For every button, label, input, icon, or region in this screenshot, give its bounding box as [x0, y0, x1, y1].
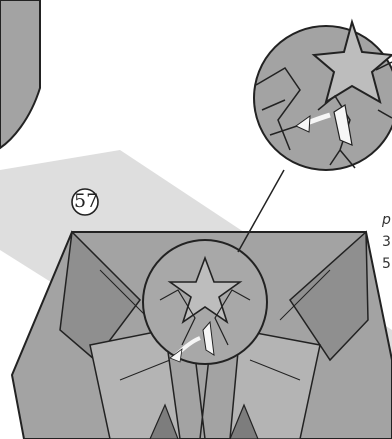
previous-step-fragment [0, 0, 40, 148]
zoom-detail [254, 22, 392, 170]
step-number: 57 [74, 190, 98, 212]
side-text-line-1: p [382, 212, 391, 228]
side-text-line-3: 5 [382, 256, 391, 272]
main-model [12, 232, 392, 439]
side-text-line-2: 3 [382, 234, 391, 250]
